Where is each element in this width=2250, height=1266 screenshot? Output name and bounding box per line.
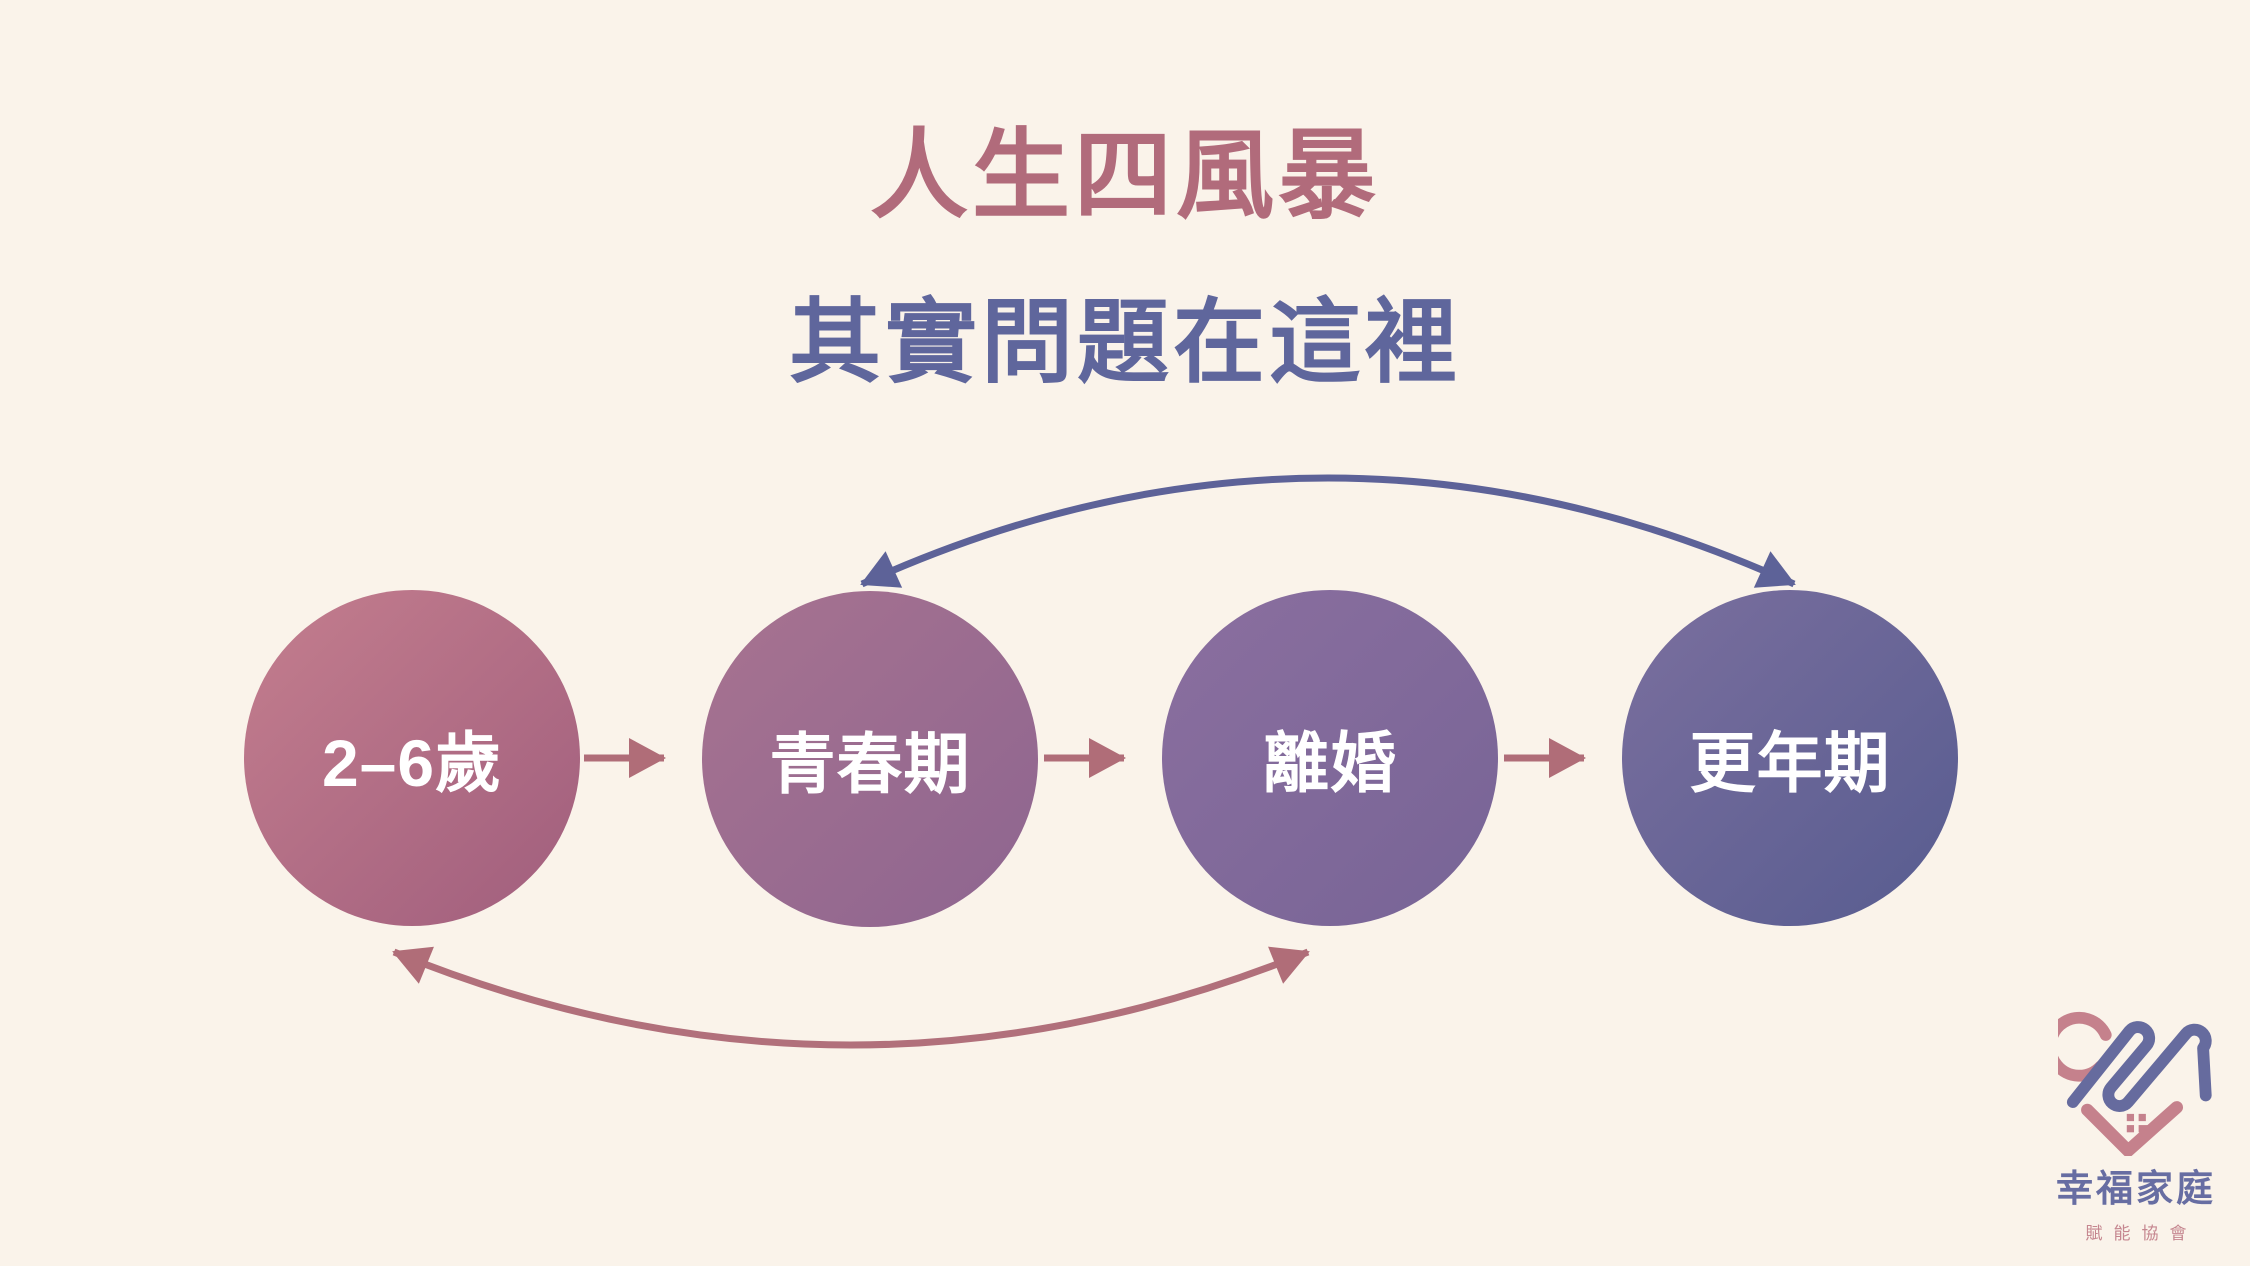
heart-house-logo-icon: [2058, 1011, 2212, 1156]
stage-circle-divorce: 離婚: [1162, 590, 1498, 926]
logo-name: 幸福家庭: [2056, 1168, 2216, 1209]
page-title: 人生四風暴: [869, 120, 1380, 230]
stage-circle-puberty: 青春期: [702, 591, 1038, 927]
organization-logo: 幸福家庭 賦能協會: [2036, 1006, 2236, 1244]
stage-label: 更年期: [1689, 726, 1891, 800]
logo-tagline: 賦能協會: [2085, 1224, 2198, 1243]
top-loop-arrow: [860, 474, 1796, 588]
bottom-loop-arrow: [392, 946, 1310, 1049]
stage-circle-menopause: 更年期: [1622, 590, 1958, 926]
stage-circle-ages-2-6: 2–6歲: [244, 590, 580, 926]
stage-label: 2–6歲: [321, 726, 503, 800]
stage-label: 青春期: [769, 727, 971, 801]
page-subtitle: 其實問題在這裡: [788, 292, 1461, 394]
stage-label: 離婚: [1263, 726, 1397, 800]
